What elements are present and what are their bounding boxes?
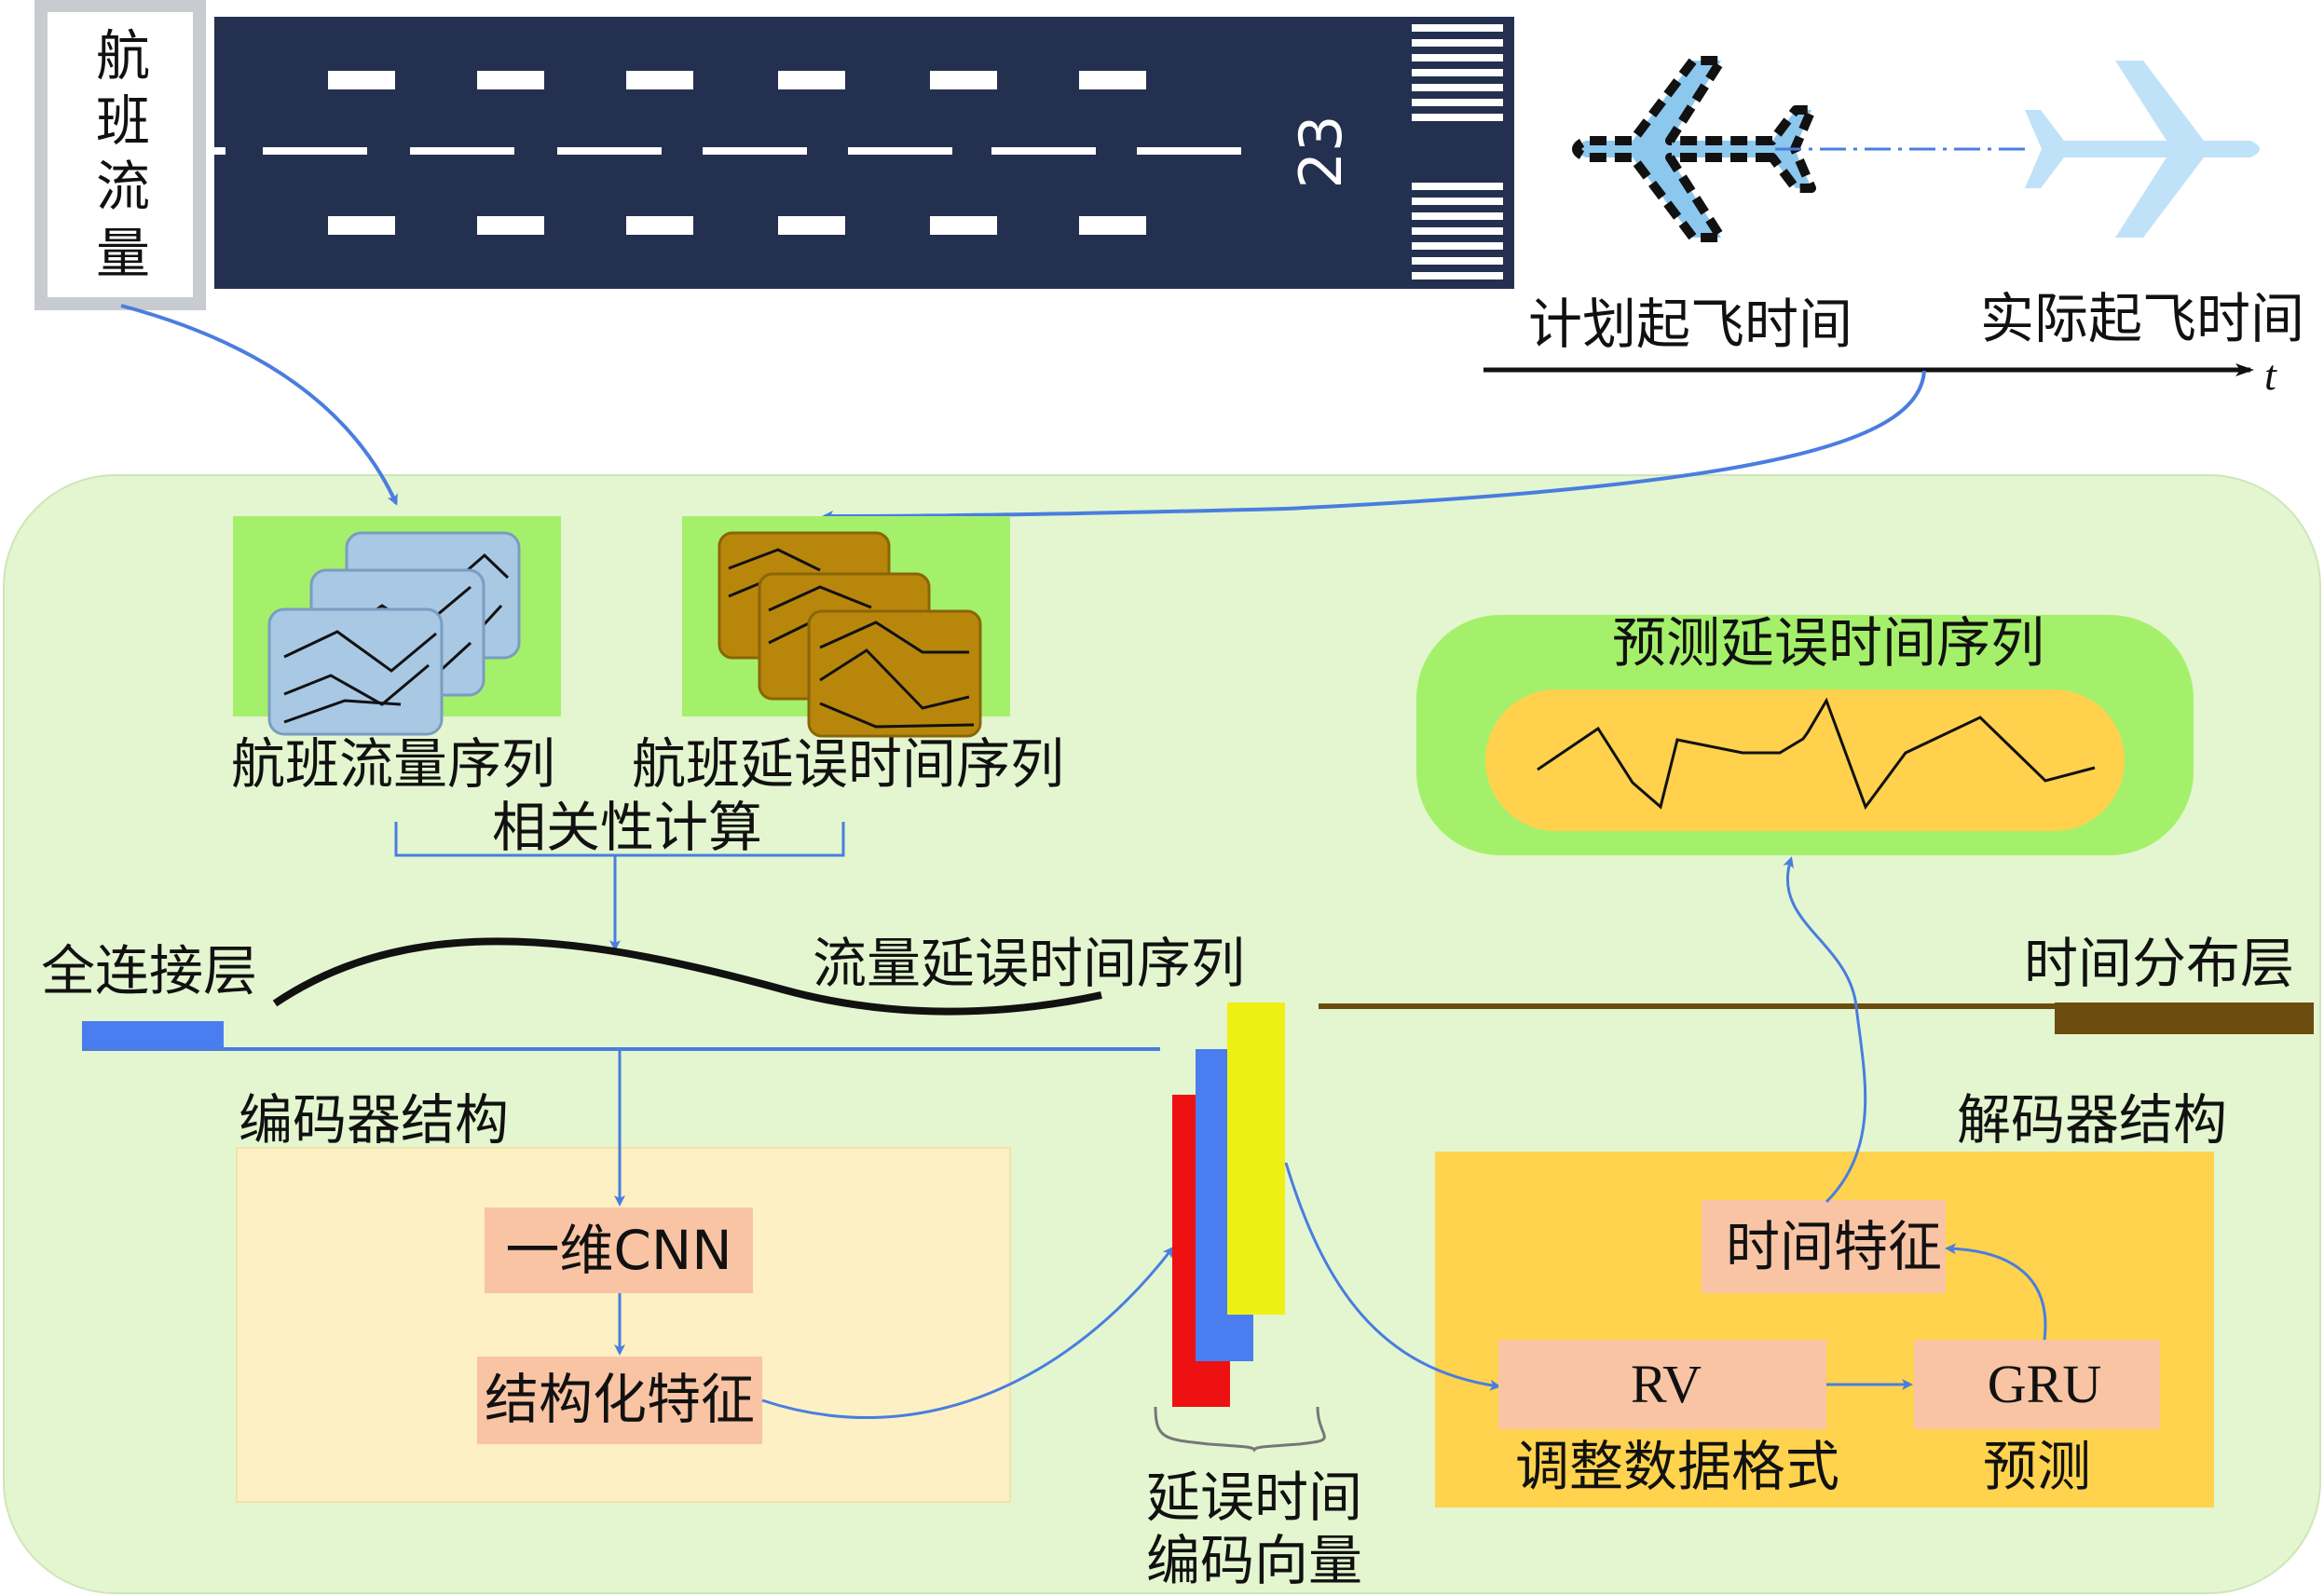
vector-label-line1: 延误时间 [1146, 1466, 1362, 1529]
flight-volume-char-4: 量 [96, 222, 150, 285]
flow-delay-curve [272, 937, 1102, 1016]
time-axis-label: t [2264, 351, 2277, 399]
actual-time-label: 实际起飞时间 [1980, 287, 2304, 350]
fully-connected-bar [82, 1021, 224, 1051]
structured-to-vector-arrow [761, 1246, 1174, 1419]
fully-connected-label: 全连接层 [41, 939, 257, 1003]
vector-brace [1154, 1406, 1326, 1453]
encoding-vector [1172, 1003, 1285, 1407]
flow-series-input [233, 516, 561, 736]
scheduled-time-label: 计划起飞时间 [1528, 293, 1852, 356]
temporal-up-line [1825, 1005, 1867, 1204]
output-series-box [1485, 689, 2125, 831]
flight-volume-box: 航 班 流 量 [34, 0, 206, 310]
cnn-label: 一维CNN [505, 1219, 731, 1282]
rv-block [1498, 1340, 1826, 1429]
gru-label: GRU [1988, 1354, 2101, 1414]
structured-block [477, 1357, 762, 1444]
structured-label: 结构化特征 [485, 1368, 755, 1431]
vector-label-line2: 编码向量 [1146, 1529, 1362, 1592]
time-distributed-label: 时间分布层 [2024, 932, 2294, 995]
flight-volume-char-3: 流 [96, 155, 150, 218]
gru-caption: 预测 [1983, 1435, 2091, 1498]
flight-volume-char-1: 航 [96, 24, 150, 88]
delay-series-input [682, 516, 1010, 738]
runway-number: 23 [1287, 116, 1355, 189]
encoder-block [236, 1147, 1011, 1503]
runway-upper-markings [328, 71, 1146, 89]
scheduled-plane-icon [1572, 56, 1816, 242]
runway-centerline [212, 147, 1241, 155]
delay-arrow [822, 370, 1926, 522]
actual-plane-icon [2025, 61, 2260, 238]
flow-card-front [267, 607, 444, 736]
vector-to-rv-arrow [1284, 1162, 1501, 1391]
runway-lower-markings [328, 216, 1146, 235]
cnn-block [485, 1207, 753, 1293]
rv-label: RV [1631, 1354, 1702, 1414]
flow-delay-label: 流量延误时间序列 [813, 932, 1245, 995]
temporal-block [1702, 1200, 1946, 1293]
temporal-label: 时间特征 [1726, 1215, 1942, 1278]
flight-volume-arrow [120, 304, 398, 506]
runway: 23 [212, 17, 1514, 289]
delay-series-label: 航班延误时间序列 [632, 732, 1064, 796]
temporal-to-output-arrow [1783, 856, 1858, 1007]
gru-block [1914, 1340, 2160, 1429]
delay-card-front [807, 609, 982, 738]
output-label-overlay: 预测延误时间序列 [1612, 611, 2044, 675]
correlation-label: 相关性计算 [492, 796, 762, 859]
rv-caption: 调整数据格式 [1515, 1435, 1839, 1498]
gru-to-temporal-arrow [1945, 1243, 2047, 1341]
flow-series-label: 航班流量序列 [231, 732, 555, 796]
correlation-bracket [394, 822, 845, 857]
output-series-line [1537, 697, 2096, 811]
runway-threshold [1412, 24, 1503, 280]
timeline: 计划起飞时间 实际起飞时间 t [1483, 287, 2304, 399]
time-distributed-bar [2055, 1003, 2314, 1034]
decoder-title: 解码器结构 [1957, 1088, 2227, 1152]
flight-volume-char-2: 班 [96, 89, 150, 153]
encoder-title: 编码器结构 [239, 1088, 509, 1152]
